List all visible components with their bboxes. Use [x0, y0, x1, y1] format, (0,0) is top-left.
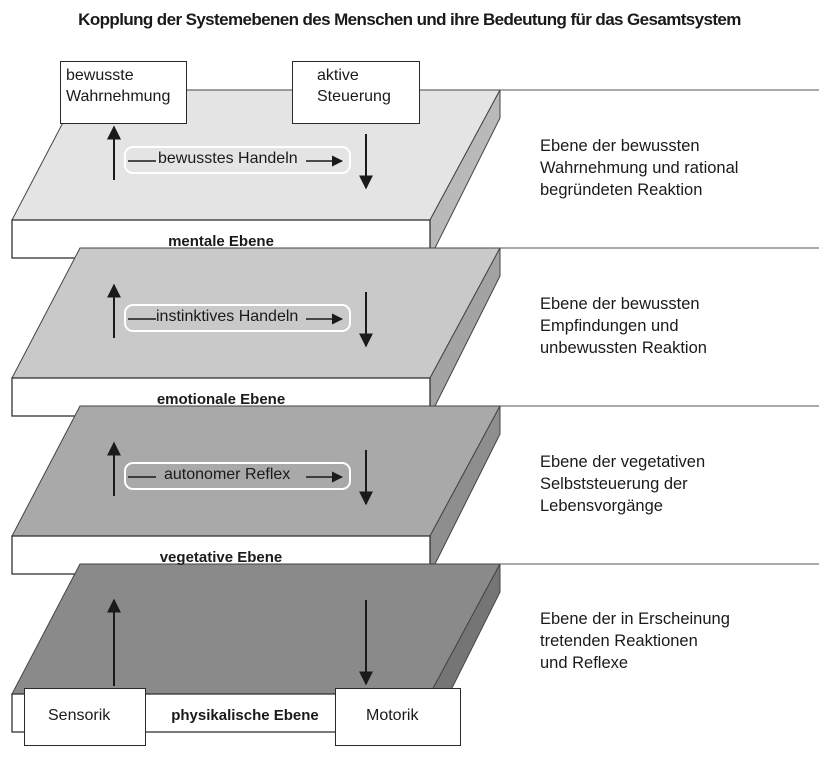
control-line-1: aktive: [317, 67, 359, 84]
motor-box: Motorik: [335, 688, 461, 746]
motor-label: Motorik: [366, 707, 419, 724]
perception-line-1: bewusste: [66, 67, 134, 84]
description-line: Selbststeuerung der: [540, 475, 688, 493]
description-line: unbewussten Reaktion: [540, 339, 707, 357]
description-vegetative: Ebene der vegetativen Selbststeuerung de…: [540, 451, 705, 517]
description-emotional: Ebene der bewussten Empfindungen und unb…: [540, 293, 707, 359]
description-line: begründeten Reaktion: [540, 181, 703, 199]
action-text-mental: bewusstes Handeln: [158, 150, 298, 167]
description-line: Ebene der vegetativen: [540, 453, 706, 471]
layer-label-emotional: emotionale Ebene: [156, 391, 286, 408]
description-line: Ebene der in Erscheinung: [540, 610, 730, 628]
diagram-title: Kopplung der Systemebenen des Menschen u…: [78, 10, 741, 29]
description-line: Wahrnehmung und rational: [540, 159, 739, 177]
layer-label-mental: mentale Ebene: [168, 233, 274, 250]
description-line: tretenden Reaktionen: [540, 632, 698, 650]
control-line-2: Steuerung: [317, 88, 391, 105]
description-line: Lebensvorgänge: [540, 497, 663, 515]
layer-top-physical: [11, 563, 501, 695]
action-text-vegetative: autonomer Reflex: [164, 466, 291, 483]
description-line: Ebene der bewussten: [540, 295, 700, 313]
description-mental: Ebene der bewussten Wahrnehmung und rati…: [540, 135, 738, 201]
action-text-emotional: instinktives Handeln: [156, 308, 299, 325]
perception-box: bewusste Wahrnehmung: [60, 61, 187, 124]
control-box: aktive Steuerung: [292, 61, 420, 124]
description-line: Empfindungen und: [540, 317, 679, 335]
layer-label-physical: physikalische Ebene: [171, 707, 319, 724]
description-physical: Ebene der in Erscheinung tretenden Reakt…: [540, 608, 730, 674]
sensory-label: Sensorik: [48, 707, 111, 724]
description-line: und Reflexe: [540, 654, 629, 672]
action-pill-emotional: [124, 304, 351, 332]
layer-label-vegetative: vegetative Ebene: [159, 549, 283, 566]
action-pill-mental: [124, 146, 351, 174]
sensory-box: Sensorik: [24, 688, 146, 746]
action-pill-vegetative: [124, 462, 351, 490]
description-line: Ebene der bewussten: [540, 137, 700, 155]
perception-line-2: Wahrnehmung: [66, 88, 171, 105]
